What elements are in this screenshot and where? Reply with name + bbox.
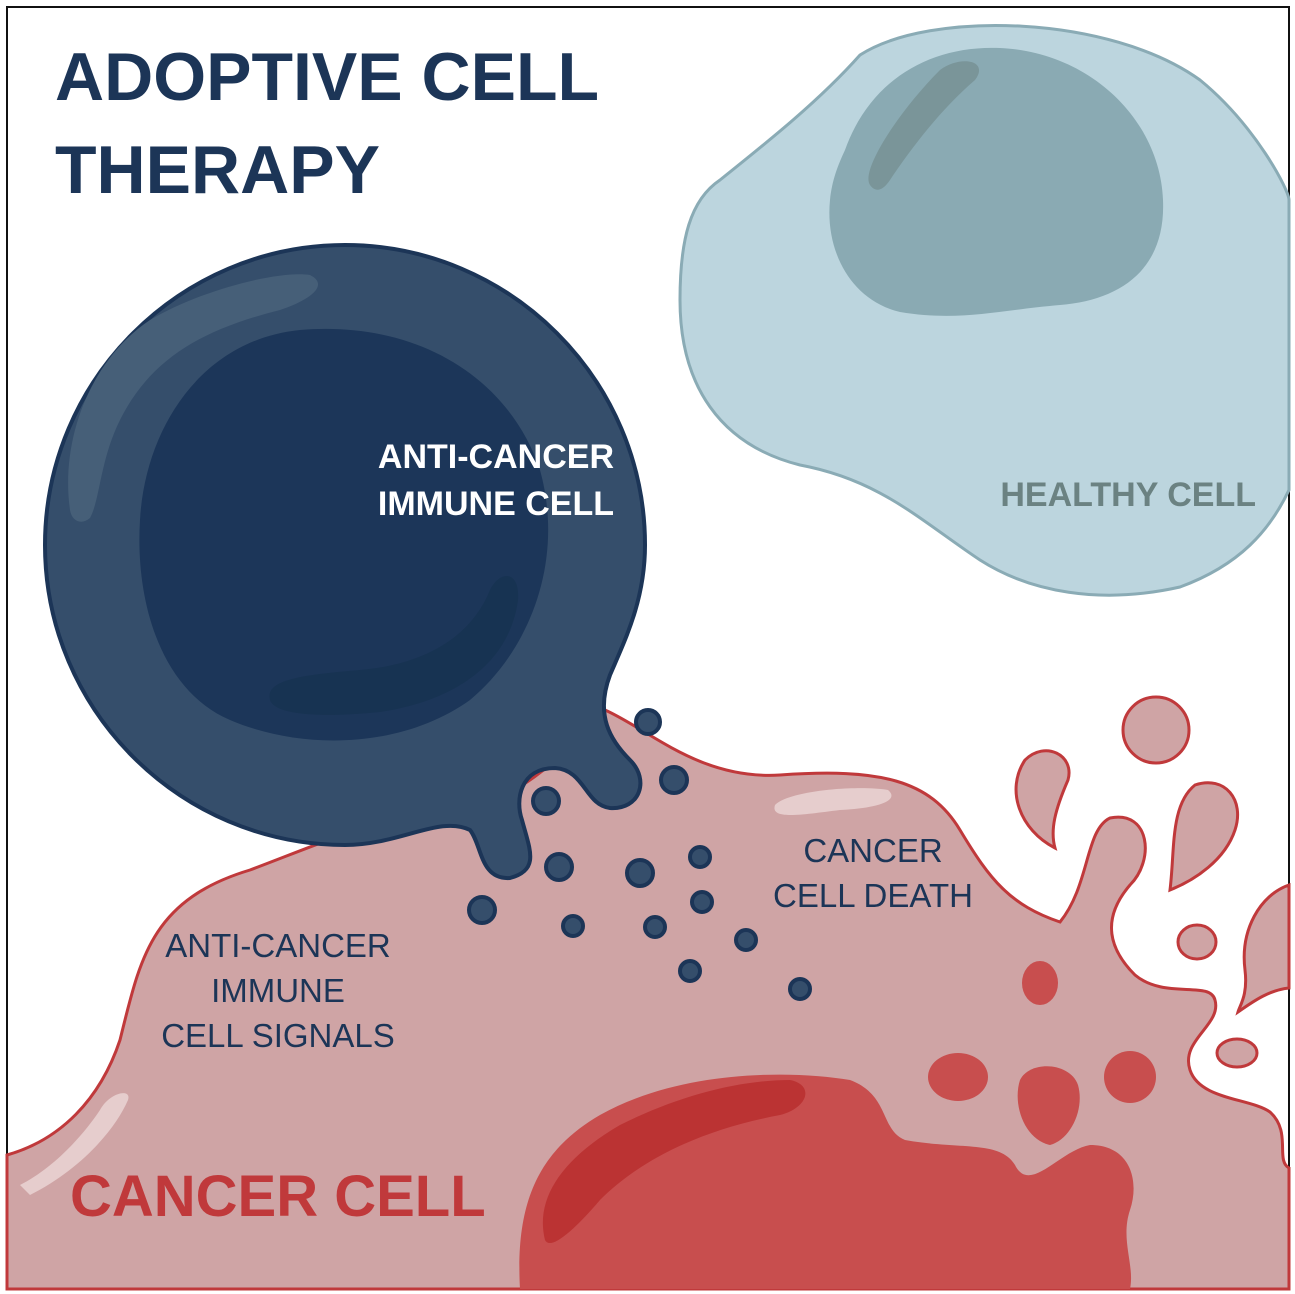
cancer-highlight xyxy=(20,1093,129,1195)
immune-cell-label-1: ANTI-CANCER xyxy=(378,438,614,476)
signal-dot xyxy=(561,914,585,938)
cancer-cell-label: CANCER CELL xyxy=(70,1164,486,1229)
signal-dot xyxy=(544,852,574,882)
droplet xyxy=(1168,781,1240,893)
signals-label-3: CELL SIGNALS xyxy=(161,1017,395,1054)
signal-dot xyxy=(659,765,689,795)
fragment xyxy=(928,1053,988,1101)
signal-dot xyxy=(531,786,561,816)
immune-nucleus xyxy=(139,328,549,741)
signal-dot xyxy=(688,845,712,869)
signal-dot xyxy=(678,959,702,983)
immune-nucleus-shadow xyxy=(269,576,519,715)
droplet xyxy=(1215,1037,1259,1069)
signal-dot xyxy=(625,858,655,888)
title-line-2: THERAPY xyxy=(55,132,380,208)
signal-dot xyxy=(788,977,812,1001)
cancer-highlight-2 xyxy=(774,788,892,815)
fragment xyxy=(1017,1066,1080,1145)
healthy-nucleus-highlight xyxy=(868,61,980,190)
immune-cell-label-2: IMMUNE CELL xyxy=(378,485,614,523)
droplet xyxy=(1121,695,1191,765)
cell-death-label-2: CELL DEATH xyxy=(773,877,973,914)
droplet xyxy=(1014,749,1071,851)
cancer-cell xyxy=(5,695,1291,1291)
fragment xyxy=(1104,1051,1156,1103)
signal-dot xyxy=(467,895,497,925)
healthy-cell xyxy=(678,24,1291,597)
title-line-1: ADOPTIVE CELL xyxy=(55,39,599,115)
signal-dot xyxy=(690,890,714,914)
immune-cell-signals xyxy=(467,708,812,1001)
fragment xyxy=(1022,961,1058,1005)
signal-dot xyxy=(643,915,667,939)
signals-label-2: IMMUNE xyxy=(211,972,345,1009)
immune-highlight xyxy=(68,274,319,522)
cell-death-label-1: CANCER xyxy=(803,832,942,869)
signals-label-1: ANTI-CANCER xyxy=(165,927,391,964)
signal-dot xyxy=(634,708,662,736)
immune-cell xyxy=(42,242,648,881)
signal-dot xyxy=(734,928,758,952)
droplet xyxy=(1176,923,1218,961)
droplet xyxy=(1235,882,1291,1016)
healthy-cell-label: HEALTHY CELL xyxy=(1000,476,1256,514)
cancer-nucleus-highlight xyxy=(542,1080,806,1244)
